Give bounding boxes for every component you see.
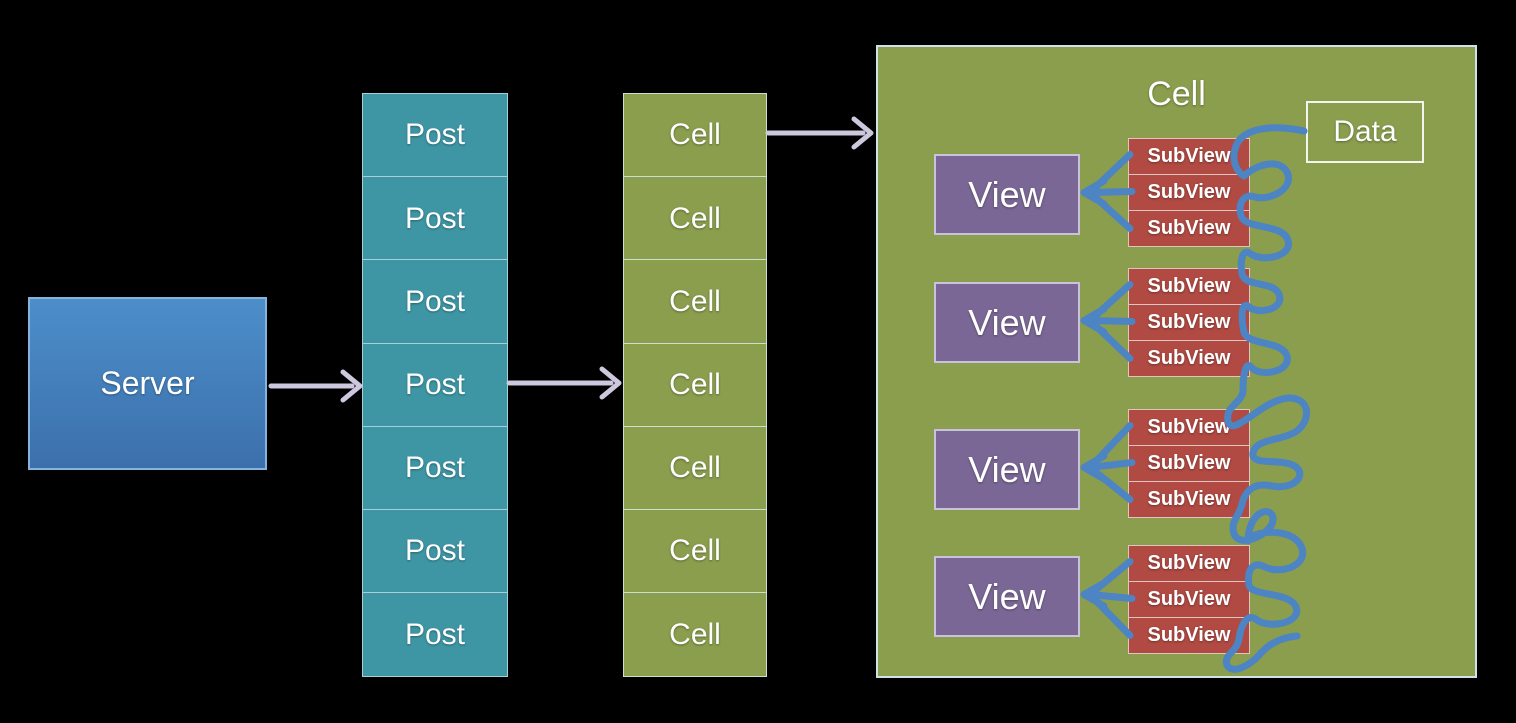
cell-label: Cell — [669, 284, 721, 318]
subview-group: SubView SubView SubView — [1128, 545, 1250, 654]
cell-label: Cell — [669, 534, 721, 568]
cell-label: Cell — [669, 368, 721, 402]
subview-group: SubView SubView SubView — [1128, 268, 1250, 377]
view-box: View — [934, 556, 1080, 637]
post-label: Post — [404, 368, 466, 402]
cell-label: Cell — [669, 118, 721, 152]
post-box: Post — [362, 592, 508, 678]
subview-box: SubView — [1128, 339, 1250, 377]
subview-box: SubView — [1128, 480, 1250, 518]
subview-box: SubView — [1128, 444, 1250, 483]
cell-box: Cell — [623, 176, 767, 261]
subview-box: SubView — [1128, 209, 1250, 247]
post-label: Post — [404, 284, 466, 318]
subview-box: SubView — [1128, 303, 1250, 342]
subview-group: SubView SubView SubView — [1128, 138, 1250, 247]
subview-box: SubView — [1128, 409, 1250, 447]
cell-label: Cell — [669, 617, 721, 651]
post-label: Post — [404, 118, 466, 152]
post-label: Post — [404, 451, 466, 485]
subview-box: SubView — [1128, 138, 1250, 176]
subview-box: SubView — [1128, 545, 1250, 583]
view-box: View — [934, 429, 1080, 510]
view-box: View — [934, 154, 1080, 235]
view-label: View — [968, 173, 1046, 215]
cell-box: Cell — [623, 592, 767, 678]
data-label: Data — [1333, 115, 1397, 148]
post-box: Post — [362, 425, 508, 511]
post-box: Post — [362, 176, 508, 261]
subview-box: SubView — [1128, 268, 1250, 306]
post-box: Post — [362, 342, 508, 428]
post-column: Post Post Post Post Post Post Post — [362, 93, 508, 678]
post-to-cell-arrow — [506, 366, 622, 400]
view-box: View — [934, 282, 1080, 363]
cell-to-detail-arrow — [765, 116, 874, 150]
post-box: Post — [362, 259, 508, 345]
cell-label: Cell — [669, 201, 721, 235]
cell-column: Cell Cell Cell Cell Cell Cell Cell — [623, 93, 767, 678]
subview-box: SubView — [1128, 616, 1250, 654]
server-to-post-arrow — [268, 369, 363, 403]
cell-box: Cell — [623, 425, 767, 511]
server-box: Server — [28, 297, 267, 470]
view-label: View — [968, 301, 1046, 343]
cell-box: Cell — [623, 93, 767, 178]
view-label: View — [968, 575, 1046, 617]
cell-detail-title: Cell — [1147, 75, 1206, 113]
cell-detail-box: Cell Data View View View View SubView Su… — [876, 45, 1477, 678]
cell-box: Cell — [623, 509, 767, 594]
subview-box: SubView — [1128, 173, 1250, 212]
cell-box: Cell — [623, 342, 767, 428]
cell-label: Cell — [669, 451, 721, 485]
view-label: View — [968, 448, 1046, 490]
post-box: Post — [362, 93, 508, 178]
post-label: Post — [404, 534, 466, 568]
subview-box: SubView — [1128, 580, 1250, 619]
cell-box: Cell — [623, 259, 767, 345]
server-label: Server — [100, 365, 195, 401]
subview-group: SubView SubView SubView — [1128, 409, 1250, 518]
post-box: Post — [362, 509, 508, 594]
data-box: Data — [1306, 101, 1424, 163]
post-label: Post — [404, 201, 466, 235]
post-label: Post — [404, 617, 466, 651]
